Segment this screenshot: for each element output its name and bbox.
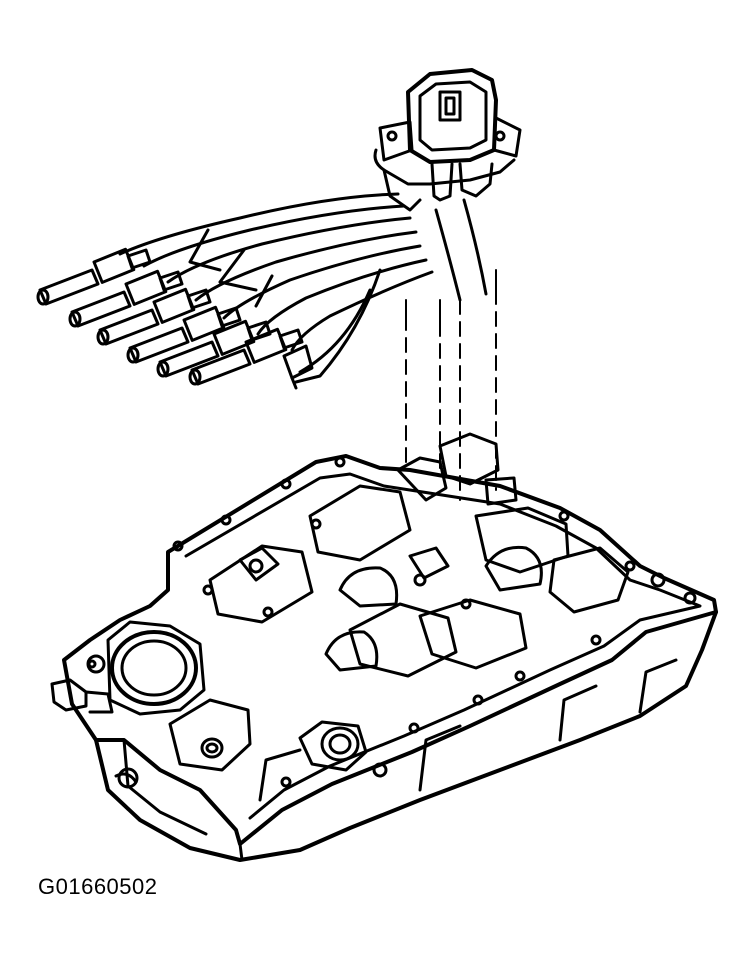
- fuel-injector-2: [68, 269, 184, 328]
- alignment-lines: [405, 289, 497, 501]
- fuel-injector-4: [126, 305, 242, 364]
- harness-clip: [282, 344, 314, 390]
- fuel-injector-1: [36, 247, 152, 306]
- figure-id-caption: G01660502: [38, 874, 158, 899]
- fuel-injector-6: [188, 327, 304, 386]
- fuel-injector-3: [96, 287, 212, 346]
- fuel-injector-5: [156, 319, 272, 378]
- harness-connector: [373, 68, 522, 212]
- intake-manifold: [50, 432, 718, 862]
- wire-harness: [118, 192, 488, 384]
